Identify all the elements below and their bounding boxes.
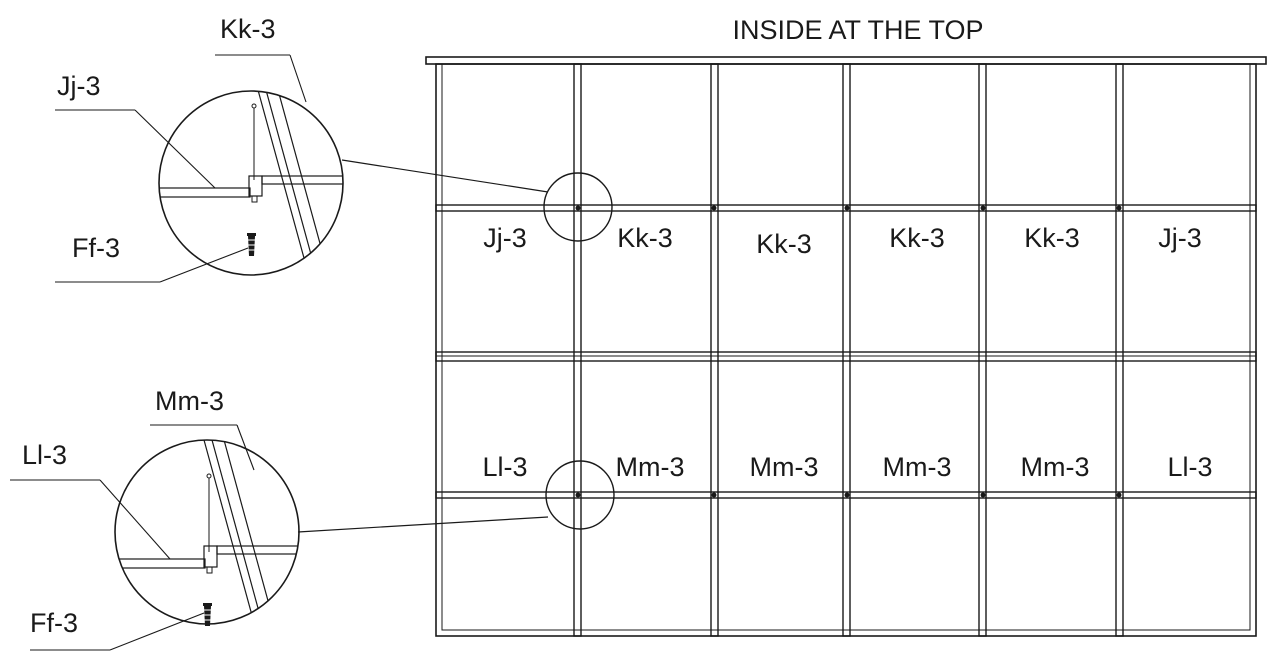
detail-label-top: Kk-3: [220, 14, 276, 44]
joint-dot: [711, 205, 717, 211]
vertical-stud: [978, 63, 987, 637]
highlight-circle-top: [543, 172, 613, 242]
cell-label: Jj-3: [483, 223, 527, 253]
horizontal-rails: [435, 204, 1257, 499]
joint-dot: [1116, 205, 1122, 211]
bracket: [248, 175, 263, 197]
diagonal-stud-edge: [265, 91, 319, 275]
diagonal-stud-edge: [223, 440, 277, 624]
joint-dot: [575, 492, 581, 498]
vertical-studs: [573, 63, 1124, 637]
joint-dot: [1116, 492, 1122, 498]
frame-grid: [425, 56, 1267, 637]
detail-circle: [158, 90, 344, 276]
leader-line-top-diag: [236, 424, 255, 471]
left-panel: [159, 187, 251, 198]
cell-label: Kk-3: [1024, 223, 1080, 253]
leader-line-left-diag: [134, 109, 216, 189]
vertical-stud: [573, 63, 582, 637]
detail-callout-bottom: Mm-3 Ll-3 Ff-3: [10, 386, 300, 651]
vertical-stud: [710, 63, 719, 637]
frame-inner-outline: [441, 63, 1251, 631]
screw-icon: [202, 603, 213, 626]
cell-label: Mm-3: [883, 452, 952, 482]
cell-label: Kk-3: [756, 229, 812, 259]
frame-outline: [435, 63, 1257, 637]
diagonal-stud-edge: [211, 440, 265, 624]
connector-line-top: [341, 159, 549, 193]
detail-label-left: Jj-3: [57, 71, 101, 101]
detail-label-left: Ll-3: [22, 440, 67, 470]
cell-label: Mm-3: [1021, 452, 1090, 482]
detail-label-bottom: Ff-3: [30, 608, 78, 638]
wire-end: [206, 473, 212, 479]
joint-dot: [980, 492, 986, 498]
right-panel: [216, 545, 299, 555]
horizontal-rail: [435, 491, 1257, 499]
joint-dot: [980, 205, 986, 211]
diagonal-stud-edge: [257, 91, 311, 275]
leader-line-left-diag: [99, 479, 171, 560]
cell-label: Kk-3: [889, 223, 945, 253]
horizontal-rail: [435, 204, 1257, 212]
diagonal-stud-edge: [203, 440, 257, 624]
leader-line-top-diag: [289, 54, 307, 103]
vertical-stud: [1115, 63, 1124, 637]
bracket: [203, 545, 218, 568]
cell-label: Mm-3: [750, 452, 819, 482]
leader-line-bottom-diag: [159, 247, 249, 283]
joint-dot: [844, 205, 850, 211]
bracket-tab: [251, 195, 258, 203]
cell-labels-row-2: Ll-3 Mm-3 Mm-3 Mm-3 Mm-3 Ll-3: [482, 452, 1212, 482]
highlight-circle-bottom: [545, 460, 615, 530]
cell-label: Ll-3: [482, 452, 527, 482]
top-ledge: [425, 56, 1267, 65]
detail-label-top: Mm-3: [155, 386, 224, 416]
wire-end: [251, 103, 257, 109]
detail-circle: [114, 439, 300, 625]
left-panel: [115, 558, 206, 569]
screw-icon: [246, 233, 257, 256]
bracket-tab: [206, 566, 213, 574]
joint-dot: [575, 205, 581, 211]
connector-line-bottom: [297, 516, 549, 533]
cell-label: Jj-3: [1158, 223, 1202, 253]
cell-label: Mm-3: [616, 452, 685, 482]
right-panel: [261, 175, 343, 185]
vertical-stud: [842, 63, 851, 637]
detail-label-bottom: Ff-3: [72, 233, 120, 263]
cell-label: Kk-3: [617, 223, 673, 253]
joint-dots: [575, 205, 1122, 498]
leader-line-bottom-diag: [109, 612, 205, 651]
joint-dot: [711, 492, 717, 498]
diagonal-stud-edge: [277, 91, 331, 275]
joint-dot: [844, 492, 850, 498]
diagram-title: INSIDE AT THE TOP: [732, 15, 983, 45]
cell-labels-row-1: Jj-3 Kk-3 Kk-3 Kk-3 Kk-3 Jj-3: [483, 223, 1202, 259]
cell-label: Ll-3: [1167, 452, 1212, 482]
detail-callout-top: Kk-3 Jj-3 Ff-3: [55, 14, 344, 283]
